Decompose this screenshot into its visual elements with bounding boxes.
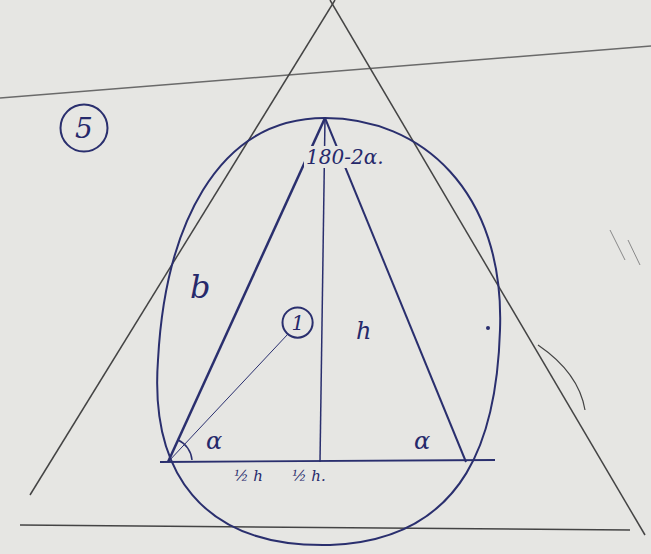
half-height-label: ½ h. <box>290 468 328 485</box>
callout-number: 5 <box>75 112 93 145</box>
angle-label: 180-2α. <box>304 146 386 168</box>
height-label: h <box>354 318 373 344</box>
side-label: b <box>188 270 212 305</box>
half-height-label: ½ h <box>232 468 265 485</box>
radius-line <box>168 334 288 462</box>
callout-number: 1 <box>292 311 305 335</box>
triangle-side-b <box>168 118 325 462</box>
angle-arc <box>178 440 192 460</box>
pencil-mark <box>628 240 640 265</box>
dot <box>486 326 490 330</box>
circled-number: 1 <box>281 306 314 339</box>
circled-number: 5 <box>59 103 109 153</box>
pencil-stroke <box>538 345 585 410</box>
outer-triangle-right <box>330 0 645 535</box>
pencil-mark <box>610 230 625 260</box>
paper-line <box>0 46 651 98</box>
angle-label: α <box>204 428 224 454</box>
angle-label: α <box>412 428 432 454</box>
altitude-h <box>320 118 325 462</box>
outer-triangle-base <box>20 525 630 530</box>
triangle-side-right <box>325 118 466 462</box>
triangle-base <box>160 460 495 462</box>
outer-triangle-left <box>30 0 335 495</box>
circumcircle <box>157 118 500 545</box>
